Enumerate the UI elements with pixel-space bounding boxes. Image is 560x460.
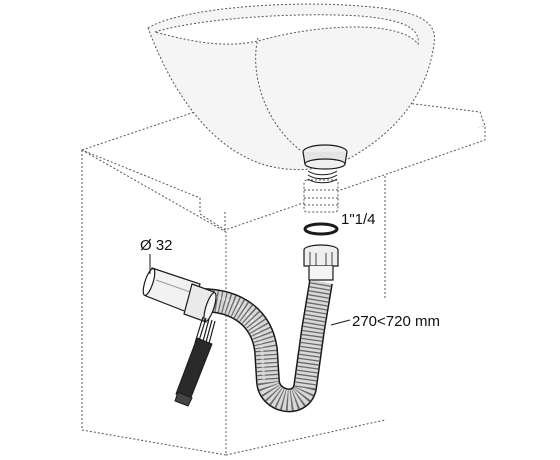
- basin: [147, 3, 436, 171]
- threaded-tailpiece: [303, 179, 339, 213]
- hose-length-label: 270<720 mm: [352, 313, 440, 330]
- o-ring-seal: [303, 222, 339, 236]
- pipe-adapter: [183, 283, 217, 323]
- thread-rings: [307, 170, 338, 184]
- flexible-hose: [199, 280, 333, 413]
- pipe-diameter-label: Ø 32: [140, 237, 173, 254]
- drain-plug: [302, 144, 348, 170]
- wall-cabinet: [81, 149, 386, 456]
- length-leader-line: [330, 319, 351, 326]
- connector-nut: [303, 244, 339, 281]
- thread-size-label: 1"1/4: [341, 211, 376, 228]
- pvc-glue-tube: [174, 316, 216, 407]
